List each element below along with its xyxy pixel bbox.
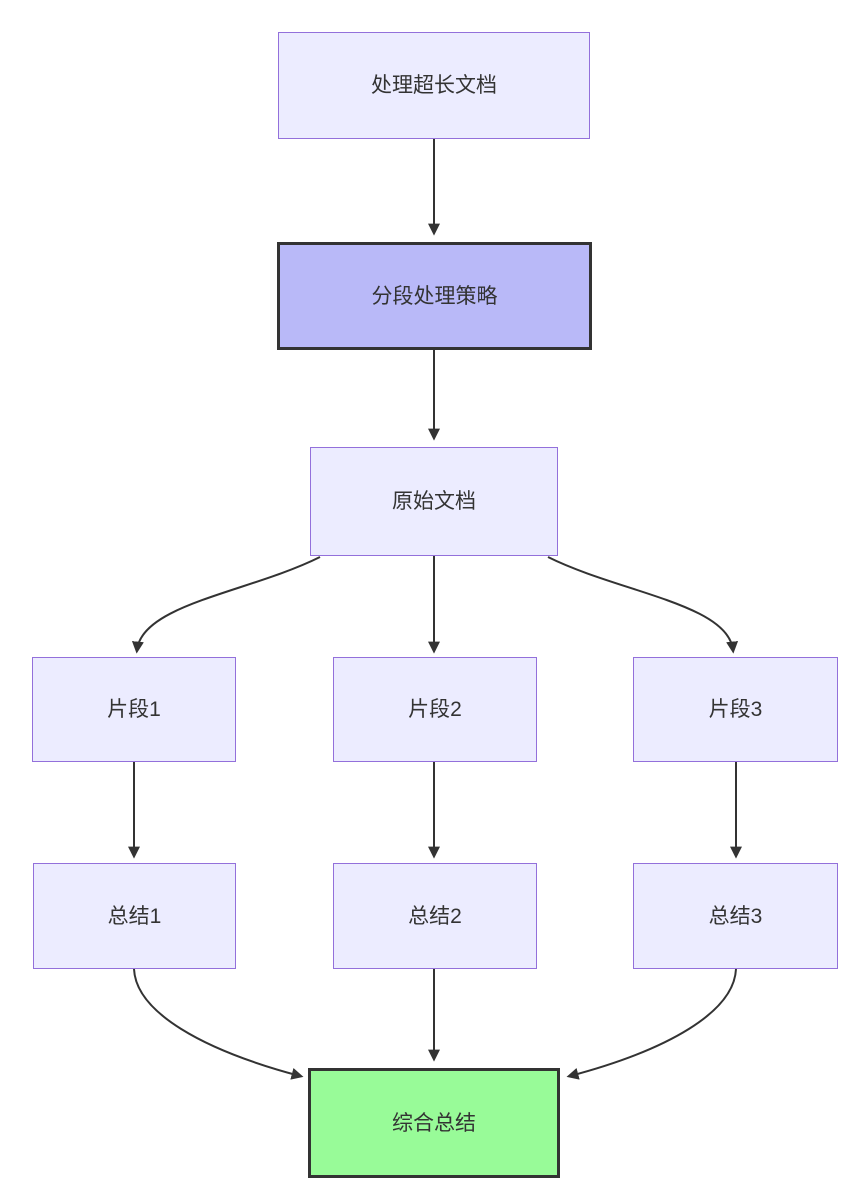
edge-e3-f [566, 968, 737, 1080]
node-summary-3: 总结3 [633, 863, 838, 969]
node-segmentation-strategy: 分段处理策略 [277, 242, 592, 350]
node-process-long-document: 处理超长文档 [278, 32, 590, 139]
node-summary-2: 总结2 [333, 863, 537, 969]
node-summary-1-label: 总结1 [107, 904, 162, 928]
node-summary-2-label: 总结2 [408, 904, 462, 928]
node-original-document-label: 原始文档 [392, 490, 476, 513]
node-fragment-1: 片段1 [32, 657, 236, 762]
node-segmentation-strategy-label: 分段处理策略 [371, 284, 498, 308]
node-summary-3-label: 总结3 [708, 904, 763, 928]
node-final-summary: 综合总结 [308, 1068, 560, 1178]
node-original-document: 原始文档 [310, 447, 558, 556]
edge-c-d1 [131, 556, 321, 654]
node-fragment-3: 片段3 [633, 657, 838, 762]
edge-e1-f [133, 968, 304, 1080]
node-fragment-2-label: 片段2 [408, 698, 462, 721]
node-fragment-2: 片段2 [333, 657, 537, 762]
node-summary-1: 总结1 [33, 863, 236, 969]
node-final-summary-label: 综合总结 [392, 1111, 476, 1135]
edge-c-d3 [547, 556, 739, 654]
node-fragment-3-label: 片段3 [708, 698, 763, 721]
node-fragment-1-label: 片段1 [107, 698, 161, 721]
node-process-long-document-label: 处理超长文档 [371, 74, 497, 97]
